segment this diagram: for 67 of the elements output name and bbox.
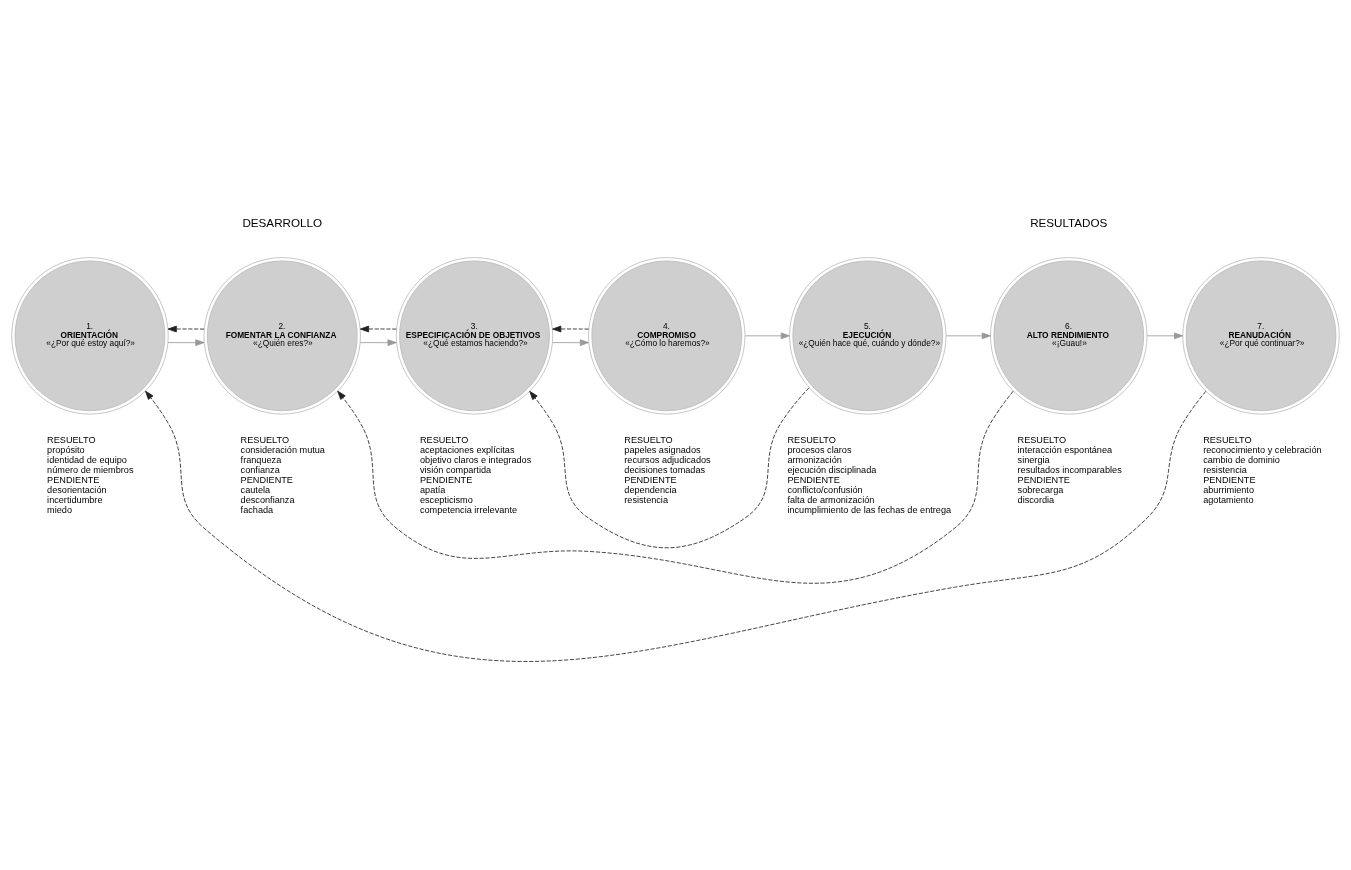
node-label: ejecución disciplinada [787,464,877,475]
node-label: agotamiento [1203,494,1254,505]
node-label: sobrecarga [1017,484,1064,495]
node-label: resistencia [1203,464,1247,475]
node-label: armonización [787,454,842,465]
arrow [1146,332,1184,339]
node-label: resultados incomparables [1017,464,1122,475]
arrow [359,338,397,346]
node-label: desconfianza [240,494,295,505]
node-label: RESUELTO [240,434,290,445]
node-label: miedo [47,504,73,515]
node-label: franqueza [240,454,282,465]
node-label: RESUELTO [1017,434,1067,445]
arrow [167,338,205,346]
node-label: propósito [47,444,85,455]
node-label: confianza [240,464,280,475]
arrow [945,332,991,339]
node-label: escepticismo [419,494,473,505]
node-label: PENDIENTE [419,474,473,485]
node-label: falta de armonización [787,494,875,505]
arrow [744,332,790,339]
node-label: PENDIENTE [47,474,100,485]
node-label: RESUELTO [787,434,836,445]
arrow [552,325,589,332]
node-label: aceptaciones explícitas [419,444,515,455]
arrow [337,390,1014,584]
node-label: papeles asignados [624,444,701,455]
node-label: PENDIENTE [240,474,293,485]
node-label: procesos claros [787,444,852,455]
node-label: incumplimiento de las fechas de entrega [787,504,952,515]
arrow [145,390,1207,661]
node-label: cambio de dominio [1203,454,1280,465]
arrow [167,325,205,332]
node-label: incertidumbre [47,494,103,505]
node-label: consideración mutua [240,444,325,455]
node-label: objetivo claros e integrados [419,454,532,465]
node-label: reconocimiento y celebración [1203,444,1322,455]
node-label: PENDIENTE [787,474,840,485]
node-label: PENDIENTE [1203,474,1256,485]
node-label: aburrimiento [1203,484,1254,495]
node-label: identidad de equipo [47,454,127,465]
node-label: apatía [419,484,446,495]
node-label: RESUELTO [624,434,673,445]
arrow [552,338,589,346]
label: DESARROLLO [242,215,323,229]
node-label: decisiones tomadas [624,464,706,475]
node-label: PENDIENTE [624,474,677,485]
node-label: sinergia [1017,454,1050,465]
node-label: interacción espontánea [1017,444,1113,455]
node-label: resistencia [624,494,669,505]
node-label: dependencia [624,484,677,495]
arrow [359,325,397,332]
node-label: competencia irrelevante [419,504,518,515]
node-label: RESUELTO [1203,434,1252,445]
node-label: RESUELTO [419,434,469,445]
node-label: número de miembros [47,464,134,475]
node-label: cautela [240,484,271,495]
node-label: RESUELTO [47,434,96,445]
node-label: desorientación [47,484,107,495]
node-label: visión compartida [419,464,492,475]
label: RESULTADOS [1030,215,1108,229]
node-label: recursos adjudicados [624,454,711,465]
node-label: discordia [1017,494,1055,505]
node-label: conflicto/confusión [787,484,863,495]
node-label: PENDIENTE [1017,474,1070,485]
node-label: fachada [240,504,274,515]
arrow [529,386,810,548]
